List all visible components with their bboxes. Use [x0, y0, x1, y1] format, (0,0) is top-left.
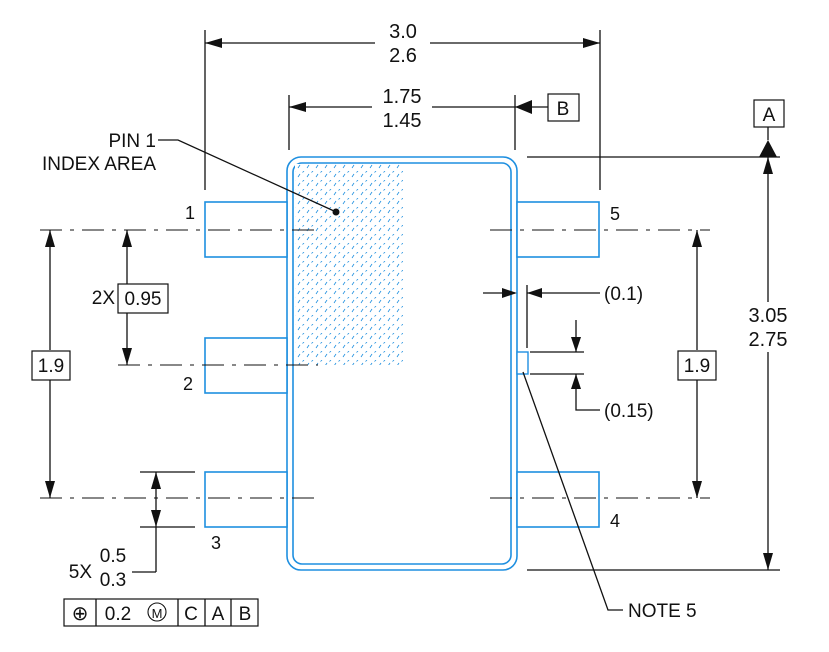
- pin1-label-line2: INDEX AREA: [42, 154, 156, 175]
- width-min-value: 2.6: [389, 45, 417, 67]
- dim-overall-width: 3.0 2.6: [204, 21, 601, 190]
- note5-mark-pad: [516, 351, 529, 375]
- row-span-left-value: 1.9: [38, 356, 64, 377]
- datum-a-triangle: [759, 140, 777, 157]
- pitch-arrow-bottom: [122, 348, 132, 365]
- arrow-right: [583, 38, 600, 48]
- dim-row-span-left: 1.9: [31, 230, 71, 498]
- package-body: [286, 156, 518, 571]
- lead-pin-3: [204, 471, 288, 528]
- mark-size-arrow-bottom: [571, 374, 581, 389]
- feature-control-frame: ⊕ 0.2 M C A B: [63, 598, 259, 627]
- clearance-arrow-right: [527, 288, 542, 298]
- lead-arrow-top: [151, 472, 161, 489]
- pin1-leader-line: [158, 139, 335, 212]
- arrow-body-left: [289, 102, 306, 112]
- pin1-callout: PIN 1 INDEX AREA: [42, 131, 340, 216]
- leads: [204, 201, 600, 528]
- arrow-body-right: [515, 100, 532, 114]
- fcf-datum-ref-c: C: [184, 604, 198, 625]
- lead-qty-label: 5X: [69, 562, 93, 583]
- note5-callout: NOTE 5: [522, 371, 697, 622]
- mark-size-arrow-top: [571, 337, 581, 352]
- mmc-modifier-letter: M: [152, 606, 163, 621]
- row-span-right-value: 1.9: [684, 356, 710, 377]
- height-min-value: 2.75: [749, 329, 788, 351]
- pin-number-2: 2: [183, 374, 193, 394]
- height-arrow-top: [763, 157, 773, 174]
- width-max-value: 3.0: [389, 21, 417, 43]
- mark-size-value: (0.15): [604, 401, 654, 422]
- fcf-datum-ref-a: A: [212, 604, 225, 625]
- pin-number-3: 3: [211, 533, 221, 553]
- clearance-value: (0.1): [604, 284, 643, 305]
- clearance-arrow-left: [502, 288, 517, 298]
- centerlines: [40, 229, 710, 499]
- pin1-index-area: [295, 164, 403, 365]
- datum-b-frame: [547, 93, 580, 122]
- row-span-left-arrow-bottom: [45, 481, 55, 498]
- height-arrow-bottom: [763, 553, 773, 570]
- row-span-right-arrow-bottom: [692, 481, 702, 498]
- fcf-tolerance: 0.2: [105, 604, 131, 625]
- pitch-arrow-top: [122, 230, 132, 247]
- pin-numbers: 1 2 3 4 5: [183, 203, 620, 553]
- pitch-qty-label: 2X: [92, 288, 116, 309]
- datum-a-label: A: [763, 105, 776, 126]
- dim-pitch: 2X 0.95: [92, 230, 169, 365]
- lead-min-value: 0.3: [100, 570, 126, 591]
- position-symbol-icon: ⊕: [72, 603, 89, 625]
- lead-pin-4: [516, 471, 600, 528]
- note5-label: NOTE 5: [628, 601, 697, 622]
- pin-number-5: 5: [610, 204, 620, 224]
- note5-leader-line: [522, 371, 623, 611]
- dim-overall-height: A 3.05 2.75: [527, 99, 788, 571]
- body-width-max-value: 1.75: [383, 86, 422, 108]
- body-inner-outline: [292, 162, 512, 565]
- row-span-right-box: [677, 350, 717, 381]
- body-width-min-value: 1.45: [383, 110, 422, 132]
- dim-clearance: (0.1): [483, 284, 643, 348]
- dim-lead-width: 5X 0.5 0.3: [69, 471, 195, 591]
- datum-b-label: B: [557, 99, 570, 120]
- pitch-box: [117, 283, 169, 314]
- lead-arrow-bottom: [151, 510, 161, 527]
- dim-body-width: 1.75 1.45 B: [288, 86, 580, 150]
- arrow-left: [205, 38, 222, 48]
- pin1-leader-dot: [332, 208, 340, 216]
- mark-size-arrow-bottom-line: [575, 374, 600, 411]
- height-max-value: 3.05: [749, 305, 788, 327]
- datum-a-frame: [753, 99, 785, 128]
- pin1-label-line1: PIN 1: [108, 131, 156, 152]
- row-span-right-arrow-top: [692, 230, 702, 247]
- fcf-datum-ref-b: B: [239, 604, 252, 625]
- pin-number-4: 4: [610, 511, 620, 531]
- row-span-left-box: [31, 350, 71, 381]
- dim-row-span-right: 1.9: [677, 230, 717, 498]
- lead-max-value: 0.5: [100, 546, 126, 567]
- mmc-modifier-circle: [147, 602, 167, 622]
- pin-number-1: 1: [185, 203, 195, 223]
- dim-mark-size: (0.15): [530, 320, 654, 422]
- pitch-value: 0.95: [125, 289, 162, 310]
- row-span-left-arrow-top: [45, 230, 55, 247]
